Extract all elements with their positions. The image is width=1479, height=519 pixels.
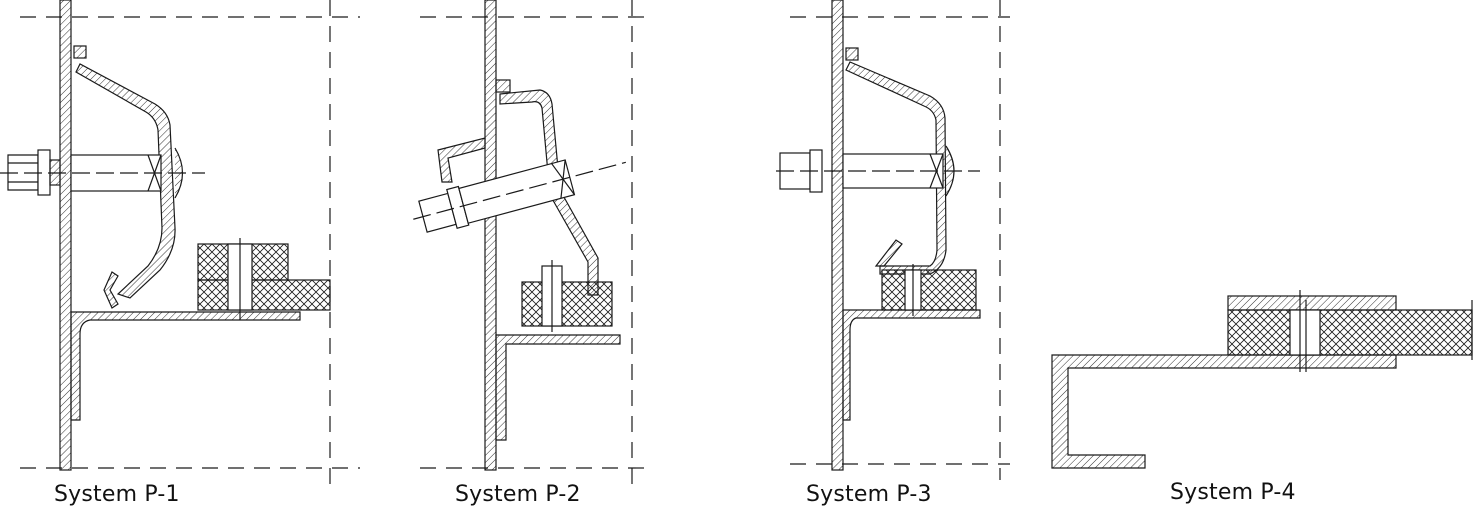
p3-wall-plate xyxy=(831,0,844,471)
p2-clip-block xyxy=(495,79,511,93)
p1-hook xyxy=(103,271,119,309)
p3-bracket xyxy=(845,61,947,275)
system-p3-drawing xyxy=(776,0,1010,480)
p4-top-plate xyxy=(1227,295,1397,311)
p3-hook xyxy=(874,239,903,267)
p1-clip-block xyxy=(73,45,87,59)
p2-angle xyxy=(495,334,621,441)
system-p4-drawing xyxy=(1051,290,1473,469)
p4-channel xyxy=(1051,354,1397,469)
p1-panel xyxy=(197,279,331,311)
system-p1-drawing xyxy=(0,0,360,490)
p3-angle xyxy=(842,309,981,421)
p3-panel xyxy=(881,269,977,311)
caption-system-p3: System P-3 xyxy=(806,482,932,507)
p2-wall-plate xyxy=(484,0,497,471)
p1-angle xyxy=(70,311,301,421)
p2-panel xyxy=(521,281,613,327)
p4-fastener xyxy=(1289,309,1321,356)
p1-wall-plate xyxy=(59,0,72,471)
p2-flange xyxy=(437,137,486,183)
system-p2-drawing xyxy=(413,0,650,490)
p3-clip-block xyxy=(845,47,859,61)
p1-bracket xyxy=(75,63,176,299)
caption-system-p4: System P-4 xyxy=(1170,480,1296,505)
p2-bolt-axis xyxy=(413,161,626,220)
caption-system-p2: System P-2 xyxy=(455,482,581,507)
p4-panel xyxy=(1227,309,1473,356)
caption-system-p1: System P-1 xyxy=(54,482,180,507)
